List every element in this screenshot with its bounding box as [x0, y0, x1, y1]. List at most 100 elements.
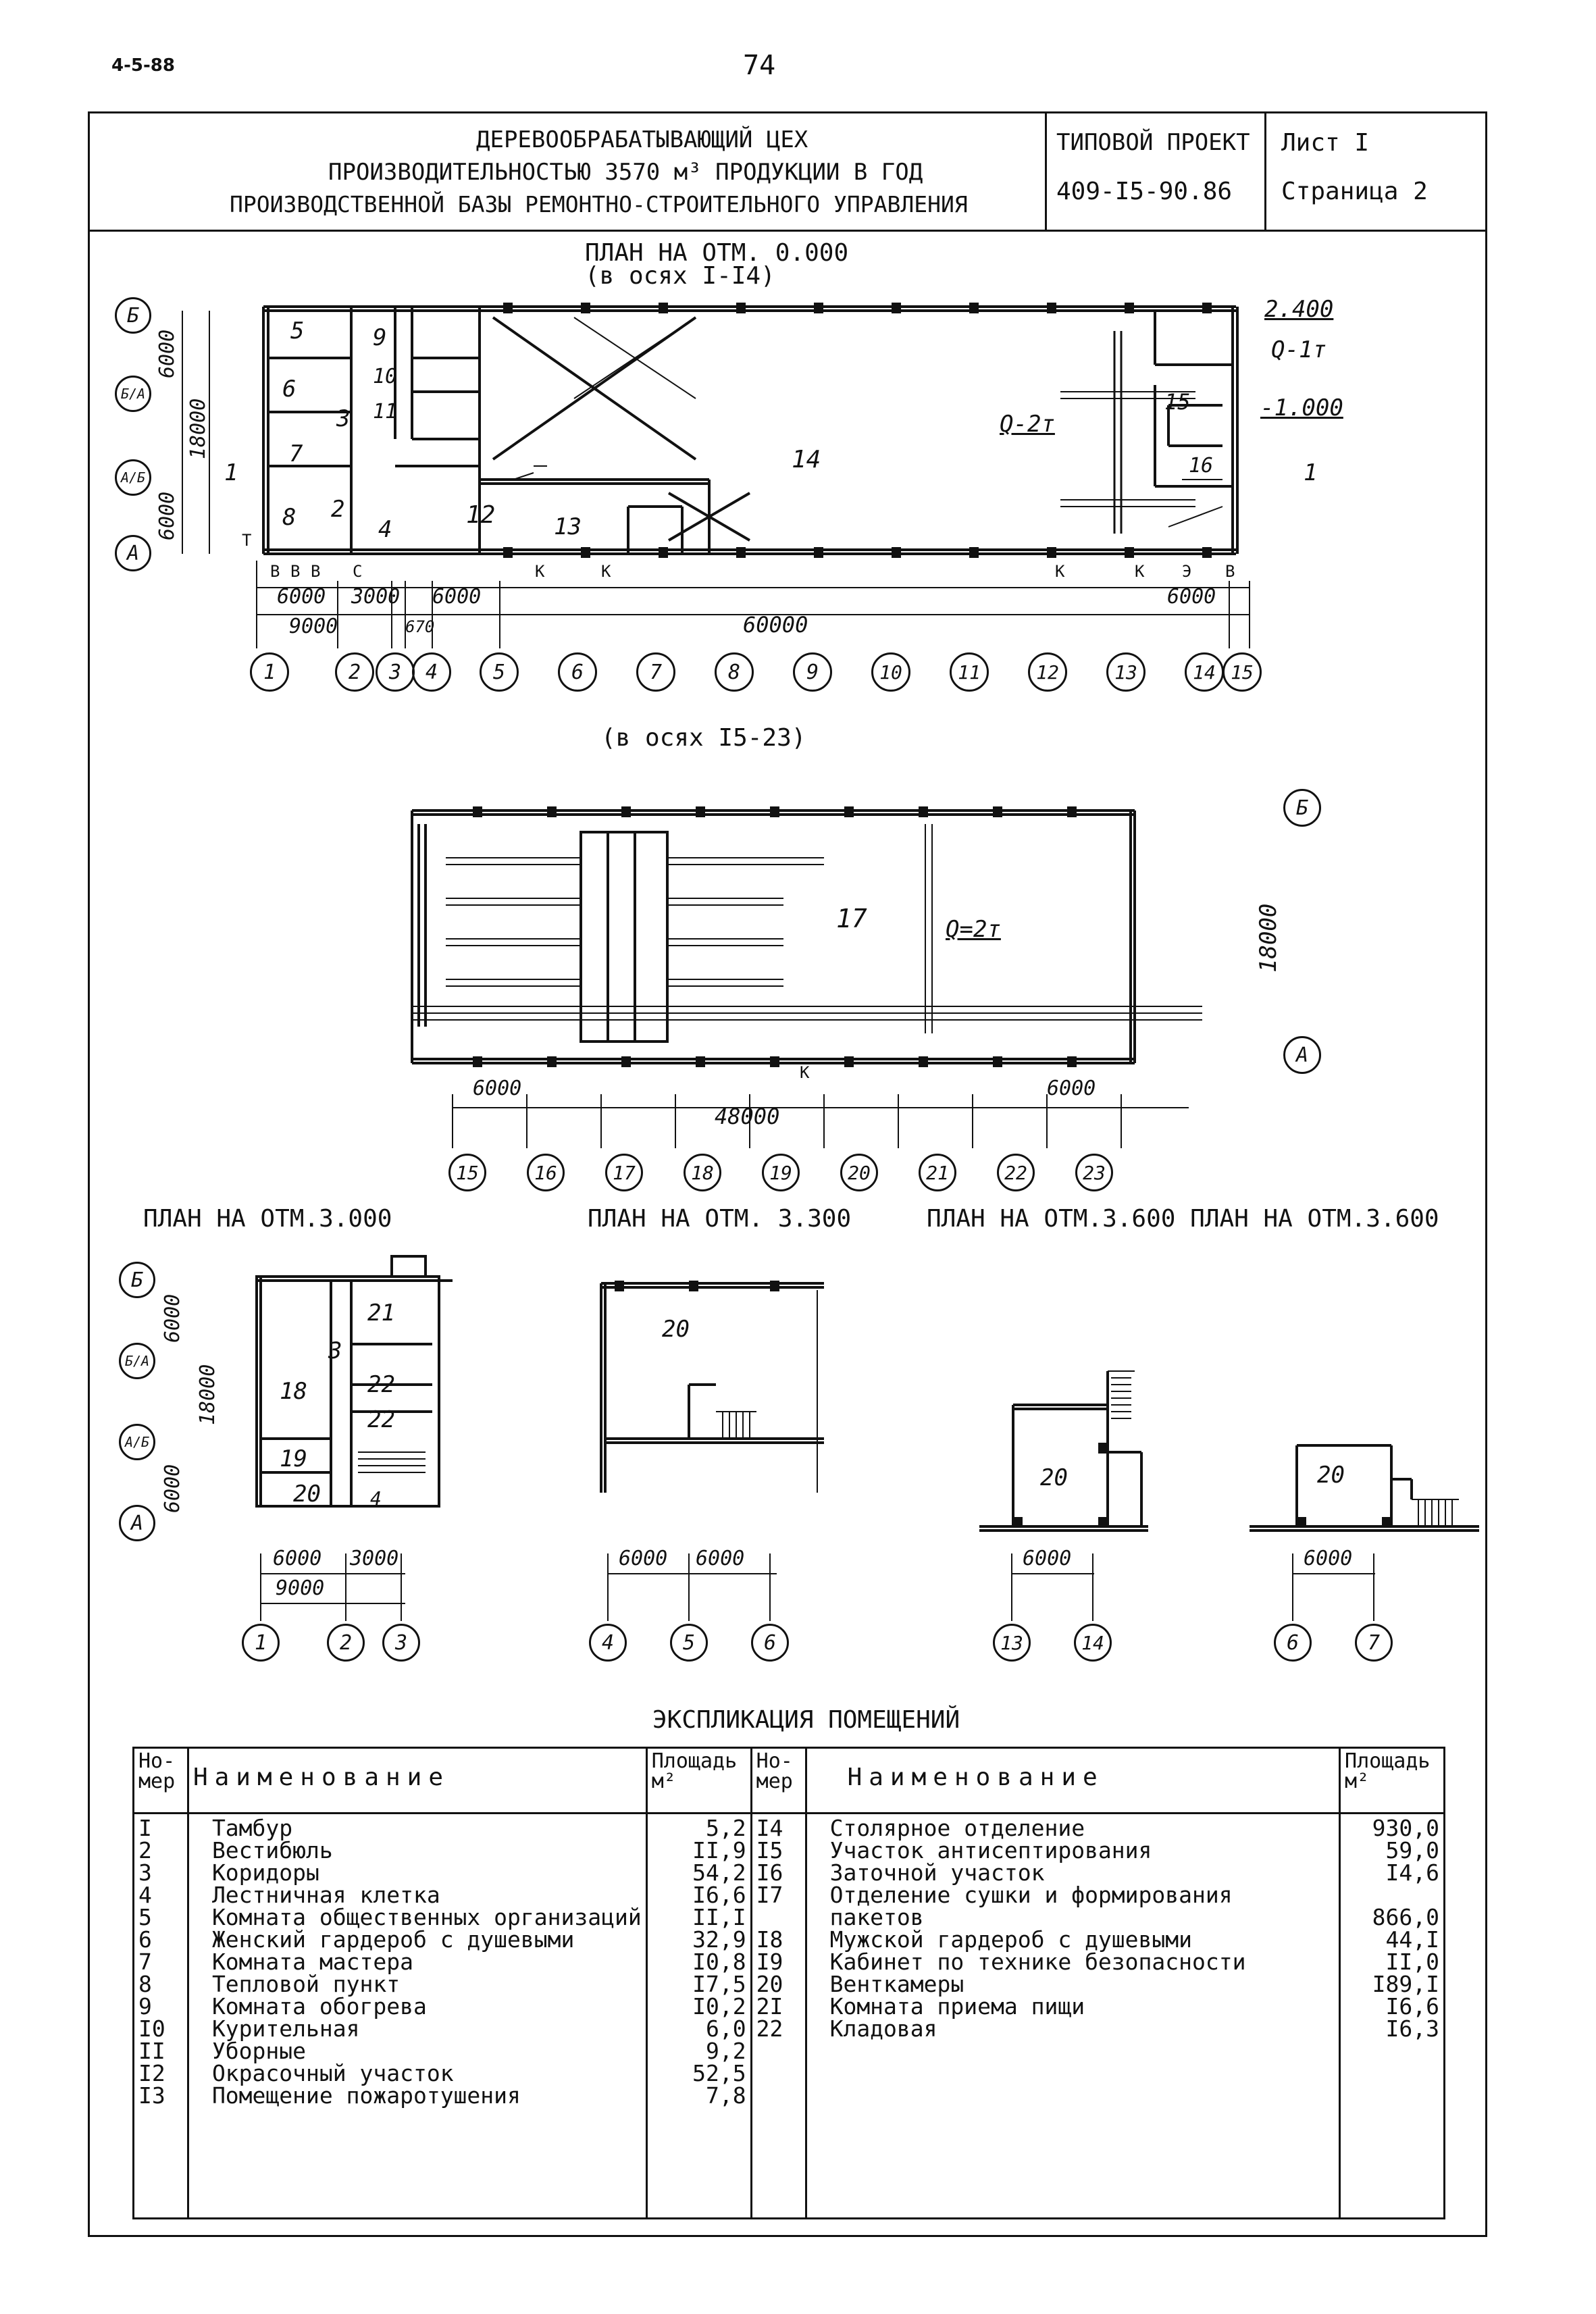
axis-label: 5 [682, 1630, 696, 1655]
list-item: 7,8 [706, 2082, 746, 2109]
axis-label: 15 [456, 1161, 479, 1184]
crane-label: Q-2т [1000, 411, 1055, 438]
list-item: Женский гардероб с душевыми [211, 1926, 575, 1953]
room-label: 18 [280, 1378, 307, 1405]
col-header-name: Наименование [186, 1747, 648, 1814]
room-label: 20 [1040, 1464, 1068, 1491]
left-name-column: Тамбур Вестибюль Коридоры Лестничная кле… [186, 1812, 648, 2219]
axis-label: 4 [601, 1630, 615, 1655]
project-label: ТИПОВОЙ ПРОЕКТ [1056, 129, 1250, 156]
list-item: I4 [756, 1815, 783, 1841]
axis-bubble: 21 [919, 1154, 956, 1191]
upper-plans-dims [260, 1553, 1375, 1621]
sheet-code: 4-5-88 [111, 55, 175, 76]
axis-bubble: 15 [448, 1154, 486, 1191]
list-item: 32,9 [692, 1926, 746, 1953]
room-label: 22 [367, 1371, 395, 1398]
room-label: 20 [293, 1481, 321, 1508]
list-item: II [138, 2038, 165, 2064]
door-mark: Т [242, 531, 252, 550]
row-dimension: 6000 [161, 1464, 184, 1513]
list-item: 4 [138, 1882, 152, 1908]
list-item: 7 [138, 1949, 152, 1975]
list-item: Окрасочный участок [211, 2060, 454, 2086]
axis-label: 6 [1286, 1630, 1299, 1655]
axis-label: 6 [571, 660, 584, 684]
list-item: I9 [756, 1949, 783, 1975]
list-item: I89,I [1372, 1971, 1439, 1997]
list-item: Курительная [211, 2015, 360, 2042]
axis-bubble: 6 [1274, 1624, 1312, 1662]
axis-bubble: 5 [670, 1624, 708, 1662]
list-item: Венткамеры [829, 1971, 964, 1997]
axis-label: 22 [1004, 1161, 1027, 1184]
dimension-text: 6000 [696, 1547, 745, 1570]
section-mark: 1 [224, 459, 238, 486]
plan-upper-2-drawing [600, 1281, 824, 1493]
axis-bubble: 2 [335, 652, 374, 692]
plan-upper-title-1: ПЛАН НА ОТМ.3.000 [143, 1205, 392, 1233]
list-item: Отделение сушки и формирования [829, 1882, 1233, 1908]
axis-label: 11 [958, 661, 981, 684]
list-item: I0,8 [692, 1949, 746, 1975]
axis-label: 2 [348, 660, 361, 684]
door-mark: В [290, 562, 301, 581]
axis-bubble: 14 [1185, 652, 1224, 692]
right-area-column: 930,0 59,0 I4,6 866,0 44,I II,0 I89,I I6… [1339, 1812, 1445, 2219]
list-item: 8 [138, 1971, 152, 1997]
axis-bubble: 2 [327, 1624, 365, 1662]
axis-label: 7 [649, 660, 663, 684]
dimension-text: 6000 [1304, 1547, 1353, 1570]
room-label: 13 [554, 513, 582, 540]
dimension-text: 6000 [473, 1077, 522, 1100]
room-label: 3 [328, 1337, 342, 1364]
list-item: I5 [756, 1837, 783, 1863]
sheet-frame [88, 111, 1487, 2237]
list-item: 930,0 [1372, 1815, 1439, 1841]
door-mark: К [800, 1063, 810, 1082]
room-label: 7 [289, 440, 303, 467]
axis-label: 23 [1083, 1161, 1106, 1184]
axis-label: 3 [388, 660, 402, 684]
room-label: 14 [792, 446, 821, 473]
axis-bubble: Б/А [119, 1343, 155, 1379]
axis-label: 1 [263, 660, 276, 684]
axis-bubble: 20 [840, 1154, 878, 1191]
axis-label: 14 [1193, 661, 1216, 684]
dimension-text: 3000 [351, 585, 401, 609]
axis-bubble: Б [115, 297, 151, 334]
axis-bubble: Б/А [115, 376, 151, 412]
room-label: 22 [367, 1406, 395, 1433]
axis-bubble: 6 [751, 1624, 789, 1662]
axis-bubble: 1 [250, 652, 289, 692]
axis-label: 6 [763, 1630, 777, 1655]
room-label: 2 [331, 496, 345, 523]
axis-bubble: 13 [993, 1624, 1031, 1662]
axis-bubble: Б [1283, 789, 1321, 827]
left-area-column: 5,2 II,9 54,2 I6,6 II,I 32,9 I0,8 I7,5 I… [645, 1812, 752, 2219]
list-item: I7 [756, 1882, 783, 1908]
list-item: Столярное отделение [829, 1815, 1085, 1841]
row-dimension: 6000 [155, 329, 179, 378]
axis-bubble: 7 [636, 652, 675, 692]
plan-upper-title-2: ПЛАН НА ОТМ. 3.300 [588, 1205, 852, 1233]
axis-label: 17 [613, 1161, 636, 1184]
axis-label: А [126, 541, 140, 565]
title-line-2: ПРОИЗВОДИТЕЛЬНОСТЬЮ 3570 м³ ПРОДУКЦИИ В … [328, 159, 923, 186]
list-item: I0,2 [692, 1993, 746, 2020]
axis-label: Б [1295, 796, 1309, 820]
dimension-text: 3000 [350, 1547, 399, 1570]
list-item: пакетов [829, 1904, 924, 1930]
door-mark: К [601, 562, 611, 581]
list-item: I3 [138, 2082, 165, 2109]
project-number: 409-I5-90.86 [1056, 178, 1233, 205]
axis-label: А [1295, 1043, 1309, 1067]
axis-bubble: 19 [762, 1154, 800, 1191]
list-item: 54,2 [692, 1859, 746, 1886]
list-item: 2 [138, 1837, 152, 1863]
list-item: 9,2 [706, 2038, 746, 2064]
list-item: Участок антисептирования [829, 1837, 1152, 1863]
door-mark: В [1225, 562, 1235, 581]
col-header-area: Площадь м² [645, 1747, 752, 1814]
left-num-column: I 2 3 4 5 6 7 8 9 I0 II I2 I3 [132, 1812, 189, 2219]
